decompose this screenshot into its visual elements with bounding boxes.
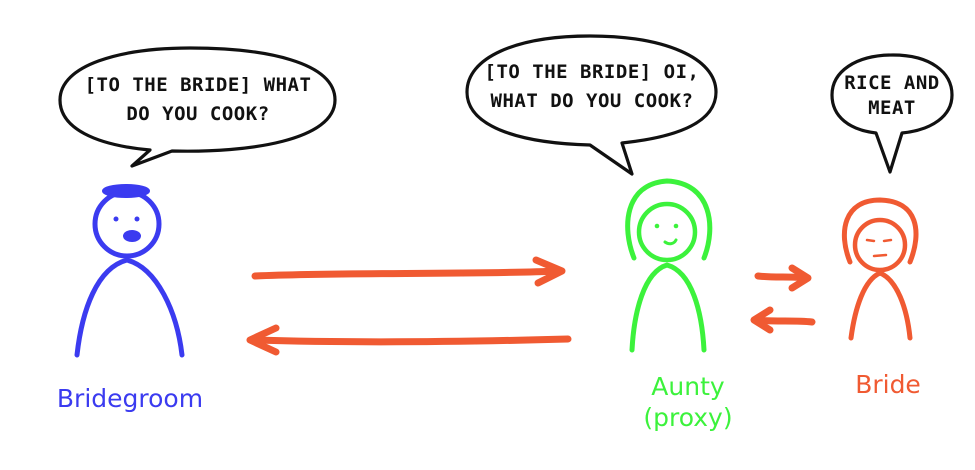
aunty-label-line-2: (proxy): [643, 403, 732, 432]
aunty-bubble-line-2: WHAT DO YOU COOK?: [491, 90, 694, 112]
bride-figure-icon: [841, 197, 919, 341]
bridegroom-figure-icon: [74, 184, 185, 358]
aunty-bubble-outline: [465, 34, 718, 176]
aunty-eye-left: [654, 223, 660, 229]
bridegroom-head: [92, 189, 162, 259]
bride-body: [848, 270, 913, 341]
aunty-body: [629, 262, 707, 353]
bride-label: Bride: [855, 370, 921, 399]
bridegroom-bubble-line-2: DO YOU COOK?: [126, 103, 269, 125]
bride-bubble-outline: [830, 53, 954, 174]
bride-hair: [841, 197, 919, 265]
bride-eye-right: [882, 238, 893, 243]
arrow-aunty-to-bride-icon: [754, 264, 812, 292]
aunty-label-line-1: Aunty: [651, 372, 725, 401]
bride-bubble-line-2: MEAT: [868, 97, 916, 119]
arrow-bride-to-aunty-icon: [750, 306, 816, 334]
aunty-figure-icon: [625, 178, 713, 353]
aunty-mouth: [663, 238, 678, 246]
bridegroom-bubble-outline: [58, 46, 337, 168]
bridegroom-mouth: [123, 230, 141, 242]
bride-speech-bubble: RICE AND MEAT: [830, 53, 954, 174]
aunty-hair: [625, 178, 713, 261]
bridegroom-label: Bridegroom: [57, 384, 203, 413]
bride-head: [852, 217, 908, 273]
arrow-aunty-to-bridegroom-icon: [246, 324, 572, 356]
arrow-bridegroom-to-aunty-icon: [251, 256, 566, 287]
bride-eye-left: [865, 238, 876, 243]
aunty-bubble-line-1: [TO THE BRIDE] OI,: [485, 61, 700, 83]
aunty-head: [636, 201, 698, 263]
bride-bubble-line-1: RICE AND: [844, 72, 940, 94]
bridegroom-body: [74, 257, 185, 358]
bride-mouth: [872, 253, 888, 258]
bridegroom-eye-right: [134, 216, 140, 222]
aunty-eye-right: [673, 223, 679, 229]
bridegroom-eye-left: [113, 216, 119, 222]
bridegroom-speech-bubble: [TO THE BRIDE] WHAT DO YOU COOK?: [58, 46, 337, 168]
aunty-speech-bubble: [TO THE BRIDE] OI, WHAT DO YOU COOK?: [465, 34, 718, 176]
bridegroom-bubble-line-1: [TO THE BRIDE] WHAT: [85, 74, 312, 96]
